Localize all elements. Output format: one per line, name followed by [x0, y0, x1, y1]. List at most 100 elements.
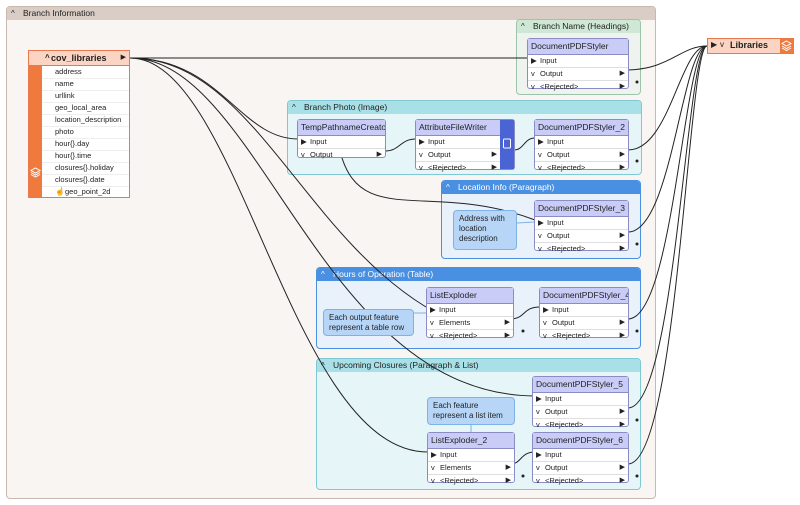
transformer-title: DocumentPDFStyler_3	[535, 201, 628, 217]
chevron-up-icon[interactable]: ^	[446, 183, 450, 192]
chevron-up-icon[interactable]: ^	[11, 9, 15, 18]
bookmark-header[interactable]: ^ Hours of Operation (Table)	[317, 268, 640, 281]
reader-attribute: geo_point_2d	[65, 187, 111, 196]
connection-line[interactable]	[129, 57, 429, 453]
rejected-port[interactable]: v<Rejected>▶	[536, 420, 625, 429]
reader-attribute: photo	[55, 127, 74, 136]
writer-strip	[780, 39, 793, 53]
chevron-up-icon[interactable]: ^	[45, 53, 50, 62]
input-port[interactable]: ▶Input	[416, 136, 500, 149]
rejected-port[interactable]: v<Rejected>▶	[430, 331, 510, 340]
transformer-title: ListExploder	[427, 288, 513, 304]
reader-attribute: closures{}.date	[55, 175, 105, 184]
annotation-table-row[interactable]: Each output feature represent a table ro…	[323, 309, 414, 336]
layers-icon	[30, 167, 41, 178]
input-port[interactable]: ▶Input	[528, 55, 628, 68]
connection-line[interactable]	[627, 45, 708, 465]
annotation-location[interactable]: Address with location description	[453, 210, 517, 250]
file-icon	[503, 138, 511, 149]
connection-line[interactable]	[627, 45, 708, 320]
bookmark-header[interactable]: ^ Branch Name (Headings)	[517, 20, 640, 33]
input-port[interactable]: ▶Input	[428, 449, 514, 462]
input-port[interactable]: ▶Input	[533, 393, 628, 406]
connection-line[interactable]	[509, 306, 541, 320]
chevron-up-icon[interactable]: ^	[292, 103, 296, 112]
connection-line[interactable]	[627, 45, 708, 409]
writer-name: Libraries	[730, 40, 769, 50]
connection-line[interactable]	[624, 45, 708, 71]
bookmark-header[interactable]: ^ Location Info (Paragraph)	[442, 181, 640, 194]
bookmark-header[interactable]: ^ Branch Information	[7, 7, 655, 20]
rejected-port[interactable]: v<Rejected>▶	[538, 163, 625, 172]
rejected-port[interactable]: v<Rejected>▶	[538, 244, 625, 253]
transformer-title: DocumentPDFStyler_4	[540, 288, 628, 304]
input-port[interactable]: ▶Input	[298, 136, 385, 149]
reader-cov-libraries[interactable]: ^ cov_libraries ▶ address name urllink g…	[28, 50, 130, 198]
connection-line[interactable]	[129, 57, 427, 308]
input-port[interactable]: ▶Input	[427, 304, 513, 317]
output-arrow-icon[interactable]: ▶	[120, 54, 126, 61]
bookmark-title: Upcoming Closures (Paragraph & List)	[333, 360, 479, 370]
transformer-strip	[500, 120, 514, 169]
rejected-port[interactable]: v<Rejected>▶	[431, 476, 511, 485]
transformer-title: ListExploder_2	[428, 433, 514, 449]
chevron-up-icon[interactable]: ^	[521, 22, 525, 31]
writer-libraries[interactable]: ▶ v Libraries	[707, 38, 794, 54]
chevron-down-icon[interactable]: ▶	[711, 40, 718, 49]
rejected-port[interactable]: v<Rejected>▶	[419, 163, 497, 172]
rejected-port[interactable]: v<Rejected>▶	[531, 82, 625, 91]
chevron-up-icon[interactable]: ^	[321, 270, 325, 279]
bookmark-title: Branch Information	[23, 8, 95, 18]
connection-line[interactable]	[627, 45, 708, 151]
note-connector	[516, 221, 536, 224]
bookmark-title: Branch Photo (Image)	[304, 102, 388, 112]
transformer-title: TempPathnameCreator	[298, 120, 385, 136]
bookmark-header[interactable]: ^ Branch Photo (Image)	[288, 101, 641, 114]
input-port[interactable]: ▶Input	[540, 304, 628, 317]
connection-line[interactable]	[339, 150, 536, 221]
connection-line[interactable]	[129, 57, 536, 397]
reader-strip	[29, 51, 42, 197]
reader-attribute: address	[55, 67, 82, 76]
rejected-port[interactable]: v<Rejected>▶	[543, 331, 625, 340]
chevron-down-icon[interactable]: v	[720, 40, 724, 49]
input-port[interactable]: ▶Input	[533, 449, 628, 462]
connection-line[interactable]	[129, 57, 299, 140]
input-port[interactable]: ▶Input	[535, 217, 628, 230]
reader-header[interactable]: ^ cov_libraries ▶	[29, 51, 129, 66]
annotation-list-item[interactable]: Each feature represent a list item	[427, 397, 515, 425]
transformer-title: DocumentPDFStyler_2	[535, 120, 628, 136]
input-port[interactable]: ▶Input	[535, 136, 628, 149]
rejected-port[interactable]: v<Rejected>▶	[536, 476, 625, 485]
reader-attribute: name	[55, 79, 74, 88]
reader-name: cov_libraries	[51, 53, 107, 63]
connection-line[interactable]	[384, 138, 417, 152]
transformer-title: DocumentPDFStyler_5	[533, 377, 628, 393]
layers-icon	[780, 40, 793, 52]
connection-line[interactable]	[627, 45, 708, 233]
reader-attribute: urllink	[55, 91, 75, 100]
connection-line[interactable]	[513, 137, 536, 151]
bookmark-title: Hours of Operation (Table)	[333, 269, 434, 279]
